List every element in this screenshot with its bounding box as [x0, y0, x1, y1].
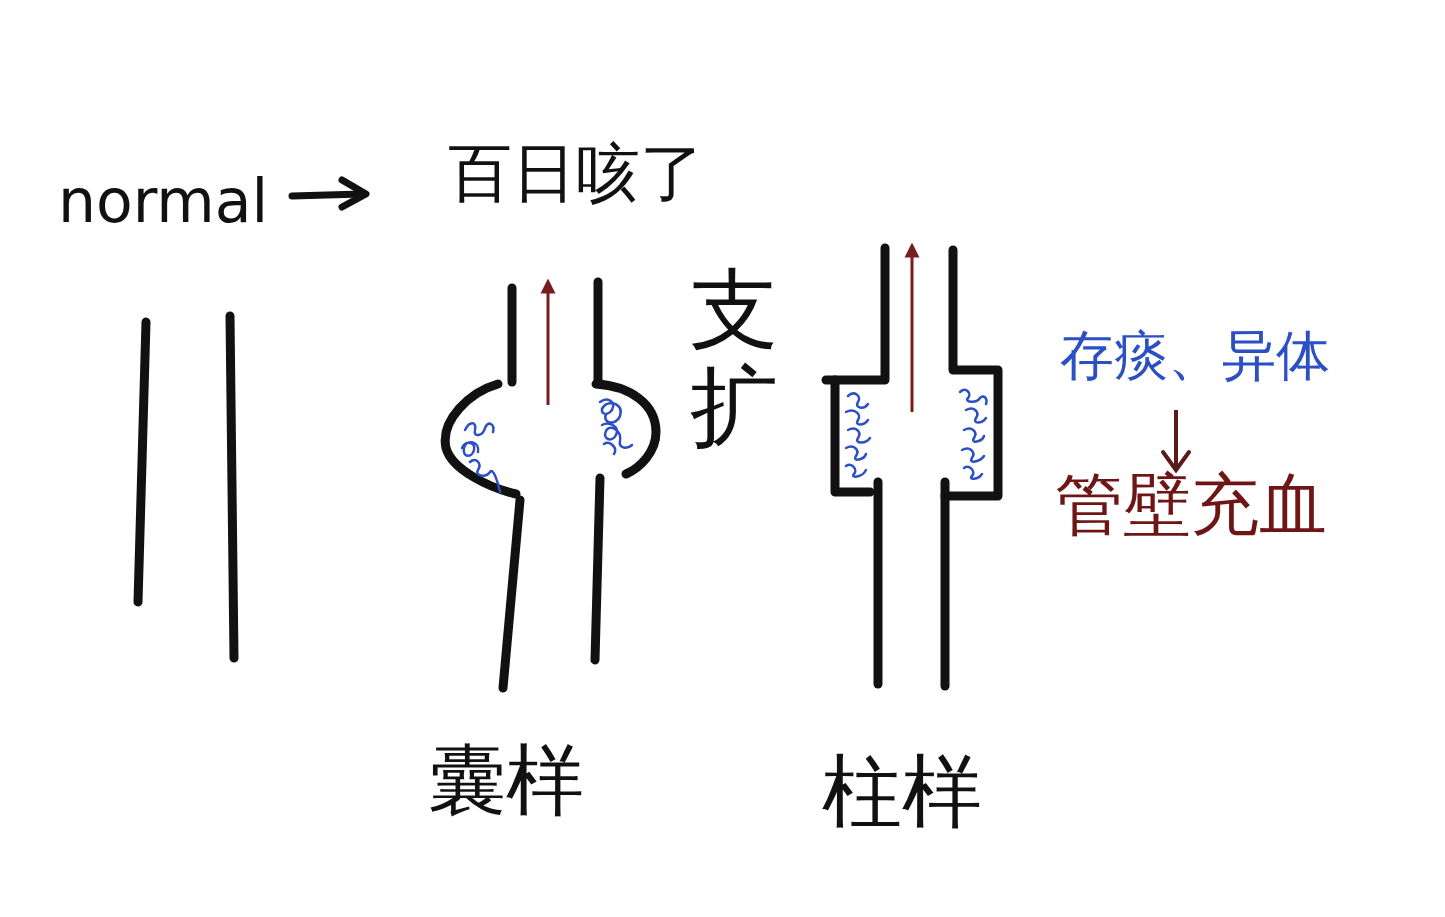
disease-label: 百日咳了: [448, 138, 704, 208]
airway-wall: [874, 482, 883, 684]
saccular-bulge: [596, 384, 656, 474]
effect-label: 管壁充血: [1055, 468, 1327, 543]
cylindrical-dilation: [945, 250, 998, 496]
sputum-scribble: [600, 400, 632, 454]
state-label: normal: [58, 168, 268, 234]
cause-arrow: [1174, 410, 1178, 468]
type-label: 柱样: [822, 748, 982, 836]
airway-wall: [941, 482, 950, 686]
airflow-arrow: [911, 250, 914, 412]
airway-wall: [230, 316, 234, 658]
arrow-line: [292, 194, 362, 196]
airway-wall: [826, 248, 885, 380]
airflow-arrow: [547, 286, 550, 405]
airway-wall: [503, 500, 520, 688]
airway-wall: [594, 282, 603, 382]
sputum-scribble: [960, 390, 986, 479]
cause-label: 存痰、异体: [1060, 326, 1330, 385]
sputum-scribble: [462, 423, 500, 492]
airway-wall: [508, 288, 517, 382]
sputum-scribble: [846, 394, 870, 477]
cylindrical-dilation: [835, 380, 870, 492]
diagnosis-label: 支扩: [690, 262, 778, 456]
type-label: 囊样: [428, 738, 584, 824]
airway-wall: [138, 322, 146, 602]
airway-wall: [595, 478, 600, 660]
arrow-head: [342, 180, 366, 207]
saccular-bulge: [445, 384, 516, 494]
